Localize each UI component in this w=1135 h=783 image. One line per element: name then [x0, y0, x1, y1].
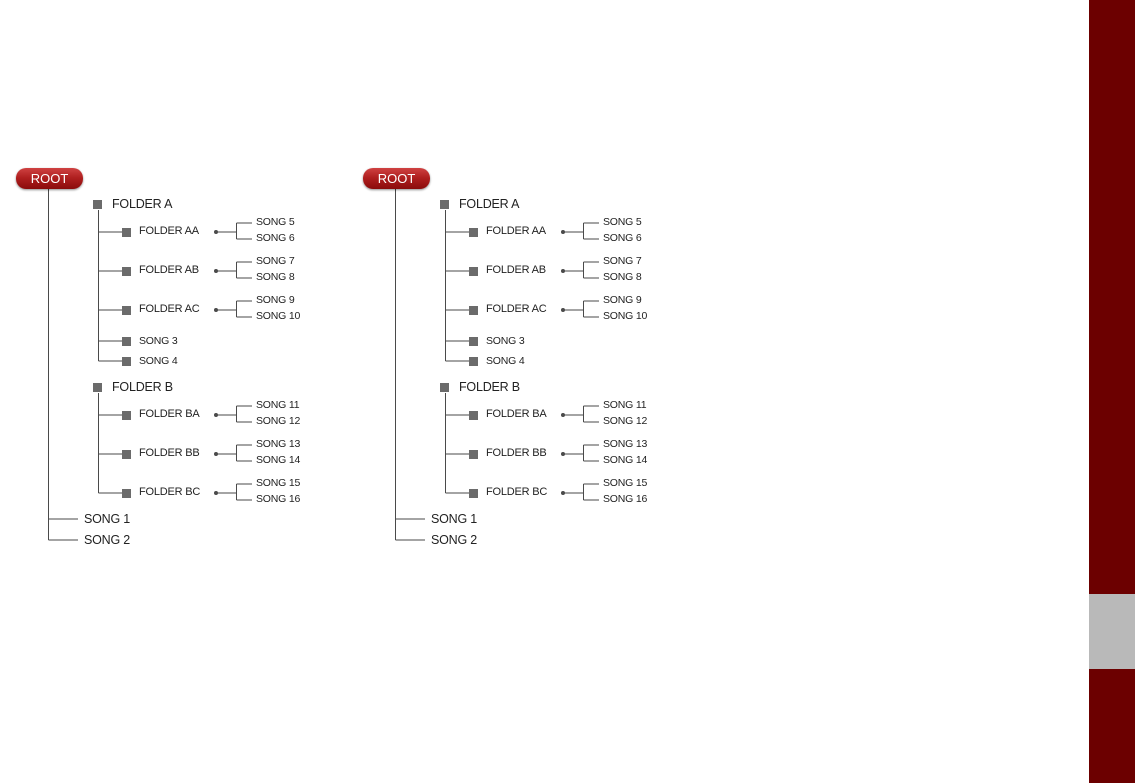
song-icon [469, 337, 478, 346]
song-label[interactable]: SONG 9 [256, 294, 295, 306]
song-icon [122, 337, 131, 346]
subfolder-icon [469, 411, 478, 420]
subfolder-label[interactable]: FOLDER BB [139, 447, 200, 459]
song-label[interactable]: SONG 15 [256, 477, 301, 489]
song-label[interactable]: SONG 3 [486, 335, 525, 347]
folder-label[interactable]: FOLDER B [459, 380, 520, 394]
song-icon [469, 357, 478, 366]
song-label[interactable]: SONG 6 [256, 232, 295, 244]
song-label[interactable]: SONG 14 [603, 454, 648, 466]
song-label[interactable]: SONG 10 [256, 310, 301, 322]
root-button[interactable]: ROOT [363, 168, 430, 189]
song-label[interactable]: SONG 4 [139, 355, 178, 367]
tree-connectors [48, 189, 252, 541]
song-label[interactable]: SONG 8 [256, 271, 295, 283]
song-label[interactable]: SONG 3 [139, 335, 178, 347]
song-label[interactable]: SONG 5 [603, 216, 642, 228]
subfolder-icon [469, 267, 478, 276]
folder-tree-right: ROOT FOLDER A FOLDER AA SONG 5 SONG 6 FOLDER … [347, 0, 667, 600]
song-label[interactable]: SONG 5 [256, 216, 295, 228]
subfolder-label[interactable]: FOLDER AA [486, 225, 546, 237]
song-label[interactable]: SONG 6 [603, 232, 642, 244]
folder-tree-left: ROOT FOLDER A FOLDER AA SONG 5 SONG 6 FOLDER … [0, 0, 320, 600]
subfolder-label[interactable]: FOLDER AC [486, 303, 547, 315]
subfolder-label[interactable]: FOLDER BB [486, 447, 547, 459]
folder-label[interactable]: FOLDER B [112, 380, 173, 394]
song-label[interactable]: SONG 4 [486, 355, 525, 367]
side-tab-active[interactable] [1089, 594, 1135, 669]
song-label[interactable]: SONG 13 [256, 438, 301, 450]
song-label[interactable]: SONG 12 [603, 415, 648, 427]
subfolder-label[interactable]: FOLDER AB [139, 264, 199, 276]
song-label[interactable]: SONG 7 [603, 255, 642, 267]
song-label[interactable]: SONG 8 [603, 271, 642, 283]
song-label[interactable]: SONG 1 [431, 512, 478, 526]
subfolder-label[interactable]: FOLDER AB [486, 264, 546, 276]
song-icon [122, 357, 131, 366]
folder-icon [93, 383, 102, 392]
side-tab-bottom [1089, 669, 1135, 783]
song-label[interactable]: SONG 1 [84, 512, 131, 526]
folder-label[interactable]: FOLDER A [459, 197, 520, 211]
subfolder-icon [122, 411, 131, 420]
subfolder-icon [469, 306, 478, 315]
song-label[interactable]: SONG 11 [603, 399, 647, 411]
folder-label[interactable]: FOLDER A [112, 197, 173, 211]
subfolder-icon [122, 267, 131, 276]
song-label[interactable]: SONG 15 [603, 477, 648, 489]
song-label[interactable]: SONG 16 [603, 493, 648, 505]
subfolder-icon [469, 450, 478, 459]
side-tab-top [1089, 0, 1135, 594]
song-label[interactable]: SONG 12 [256, 415, 301, 427]
subfolder-label[interactable]: FOLDER BA [139, 408, 200, 420]
root-button[interactable]: ROOT [16, 168, 83, 189]
folder-icon [440, 383, 449, 392]
subfolder-icon [122, 228, 131, 237]
song-label[interactable]: SONG 7 [256, 255, 295, 267]
subfolder-label[interactable]: FOLDER BC [486, 486, 548, 498]
subfolder-icon [122, 489, 131, 498]
tree-connectors [395, 189, 599, 541]
folder-icon [440, 200, 449, 209]
subfolder-icon [469, 228, 478, 237]
song-label[interactable]: SONG 14 [256, 454, 301, 466]
song-label[interactable]: SONG 2 [84, 533, 131, 547]
song-label[interactable]: SONG 16 [256, 493, 301, 505]
song-label[interactable]: SONG 9 [603, 294, 642, 306]
subfolder-icon [122, 450, 131, 459]
subfolder-icon [122, 306, 131, 315]
subfolder-label[interactable]: FOLDER AC [139, 303, 200, 315]
song-label[interactable]: SONG 11 [256, 399, 300, 411]
song-label[interactable]: SONG 2 [431, 533, 478, 547]
subfolder-label[interactable]: FOLDER AA [139, 225, 199, 237]
subfolder-icon [469, 489, 478, 498]
folder-icon [93, 200, 102, 209]
song-label[interactable]: SONG 13 [603, 438, 648, 450]
subfolder-label[interactable]: FOLDER BC [139, 486, 201, 498]
song-label[interactable]: SONG 10 [603, 310, 648, 322]
subfolder-label[interactable]: FOLDER BA [486, 408, 547, 420]
